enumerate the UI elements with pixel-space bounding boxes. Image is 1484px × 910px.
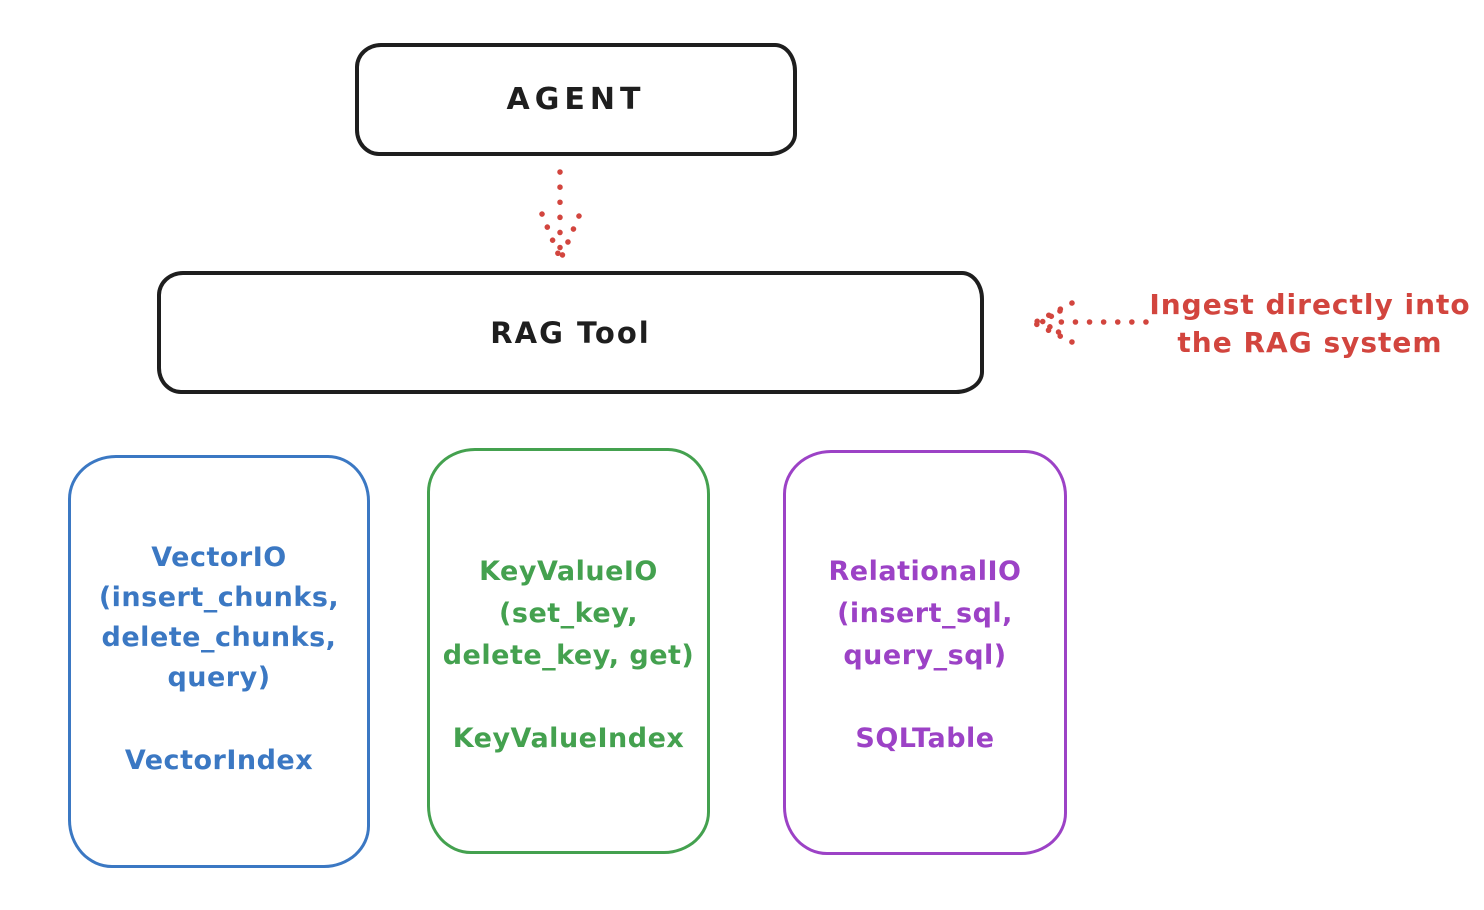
text-line: (insert_sql, (837, 598, 1013, 629)
backend-index-label-relational: SQLTable (855, 723, 995, 754)
text-line: delete_key, get) (442, 640, 695, 671)
ingest-annotation-line1: Ingest directly into (1149, 288, 1471, 321)
rag-tool-node-label: RAG Tool (490, 315, 651, 350)
backend-node-keyvalue-io: KeyValueIO (set_key, delete_key, get) KeyV… (427, 448, 710, 854)
agent-node: AGENT (355, 43, 797, 156)
text-line: (set_key, (499, 598, 638, 629)
backend-index-label-vector: VectorIndex (124, 745, 314, 776)
backend-index-label-keyvalue: KeyValueIndex (452, 723, 685, 754)
backend-title-keyvalue-io: KeyValueIO (set_key, delete_key, get) (430, 551, 707, 677)
backend-node-vector-io: VectorIO (insert_chunks, delete_chunks,que… (68, 455, 370, 868)
backend-title-vector-io: VectorIO (insert_chunks, delete_chunks,que… (71, 538, 367, 698)
text-line: RelationalIO (828, 556, 1022, 587)
text-line: delete_chunks, (101, 622, 337, 653)
text-line: KeyValueIO (479, 556, 658, 587)
agent-to-ragtool-arrow (539, 169, 582, 259)
annotation-to-ragtool-arrow (1031, 300, 1149, 345)
ingest-annotation: Ingest directly into the RAG system (1140, 286, 1480, 362)
rag-tool-node: RAG Tool (157, 271, 984, 394)
ingest-annotation-line2: the RAG system (1177, 326, 1443, 359)
text-line: query_sql) (843, 640, 1007, 671)
backend-node-relational-io: RelationalIO (insert_sql, query_sql) SQLTa… (783, 450, 1067, 855)
text-line: VectorIO (151, 542, 287, 573)
backend-title-relational-io: RelationalIO (insert_sql, query_sql) (786, 551, 1064, 677)
agent-node-label: AGENT (506, 82, 646, 117)
text-line: query) (167, 662, 271, 693)
text-line: (insert_chunks, (98, 582, 340, 613)
